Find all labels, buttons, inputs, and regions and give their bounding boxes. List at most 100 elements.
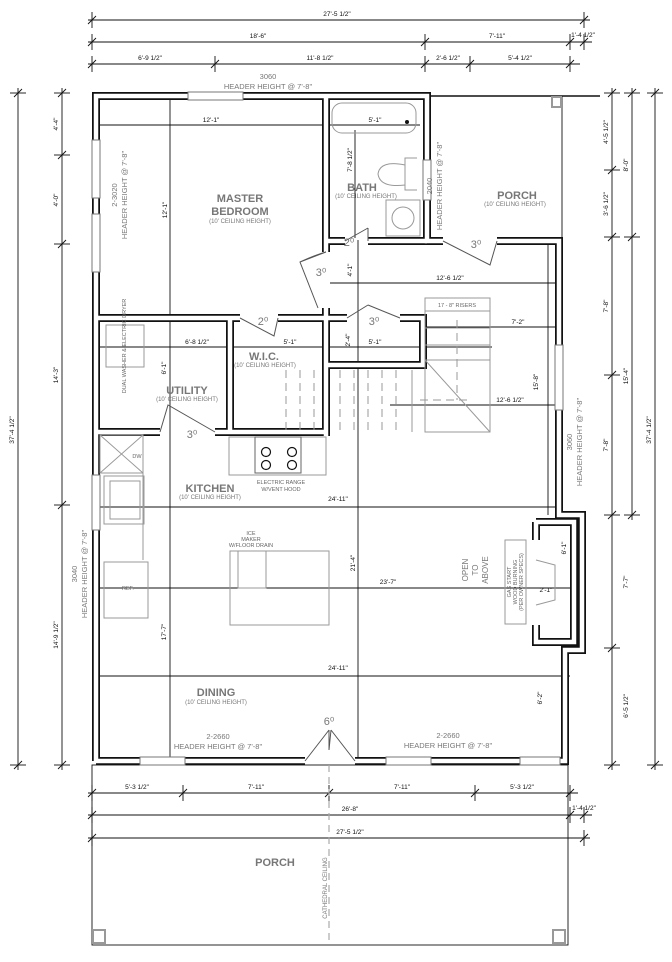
- dim-left-a: 4'-4": [53, 117, 60, 131]
- refrigerator: [103, 561, 149, 619]
- dim-kitchen-width: 24'-11": [328, 496, 348, 503]
- toilet: [377, 157, 417, 191]
- window-dining-right-header: HEADER HEIGHT @ 7'-8": [404, 741, 493, 750]
- hearth: [504, 539, 527, 625]
- dim-right-h: 6'-5 1/2": [623, 693, 630, 717]
- dim-bottom-e: 26'-8": [342, 806, 359, 813]
- fixtures: [99, 102, 556, 626]
- dim-center-height: 21'-4": [350, 554, 357, 571]
- dim-stair-width: 7'-2": [512, 319, 526, 326]
- dim-top-g: 5'-4 1/2": [508, 55, 532, 62]
- window-right: [554, 344, 564, 411]
- dim-top-overall: 27'-5 1/2": [323, 11, 351, 18]
- range-counter: [228, 436, 327, 476]
- dim-top-a: 18'-6": [250, 33, 267, 40]
- dim-great-width-2: 12'-6 1/2": [496, 397, 524, 404]
- range-label-1: ELECTRIC RANGE: [257, 480, 306, 486]
- porch-cathedral-ceiling: CATHEDRAL CEILING: [323, 857, 329, 919]
- island-label-3: W/FLOOR DRAIN: [229, 543, 273, 549]
- window-bath: [422, 159, 432, 201]
- room-kitchen: KITCHEN: [186, 483, 235, 495]
- kitchen-sink: [103, 475, 145, 525]
- door-dining: [304, 729, 356, 762]
- dim-top-d: 6'-9 1/2": [138, 55, 162, 62]
- dim-bath-width: 5'-1": [369, 117, 383, 124]
- door-closet: [346, 304, 401, 319]
- front-porch: [91, 764, 569, 946]
- window-right-header: HEADER HEIGHT @ 7'-8": [575, 398, 584, 487]
- sink-icon: [391, 206, 415, 230]
- window-kitchen: [91, 474, 101, 531]
- dim-fireplace-depth: 2'-1": [540, 587, 554, 594]
- washer-dryer-label: DUAL WASHER & ELECTRIC DRYER: [122, 299, 128, 394]
- open-to-above-1: OPEN: [461, 558, 470, 581]
- dim-bedroom-height: 12'-1": [162, 201, 169, 218]
- stair-risers-label: 17 - 8" RISERS: [438, 303, 476, 309]
- dim-bottom-a: 5'-3 1/2": [125, 784, 149, 791]
- window-bedroom-left-1: [91, 139, 101, 199]
- dim-utility-width: 6'-8 1/2": [185, 339, 209, 346]
- window-top-header: HEADER HEIGHT @ 7'-8": [224, 82, 313, 91]
- dim-hall: 4'-1": [347, 263, 354, 277]
- refrigerator-label: REF.: [122, 586, 134, 592]
- room-wic: W.I.C.: [249, 351, 279, 363]
- stair-risers: [424, 297, 491, 433]
- dim-wic-width: 5'-1": [284, 339, 298, 346]
- dim-left-d: 14'-9 1/2": [53, 621, 60, 649]
- window-dining-left-header: HEADER HEIGHT @ 7'-8": [174, 742, 263, 751]
- vanity: [385, 199, 421, 237]
- door-utility: [159, 404, 216, 433]
- room-bath: BATH: [347, 182, 377, 194]
- dim-left-b: 4'-0": [53, 193, 60, 207]
- door-bedroom-label: 3⁰: [316, 267, 327, 279]
- door-porch: [442, 240, 498, 266]
- porch-post: [552, 929, 566, 944]
- window-kitchen-header: HEADER HEIGHT @ 7'-8": [80, 530, 89, 619]
- dim-great-height: 15'-8": [533, 373, 540, 390]
- room-wic-ceiling: (10' CEILING HEIGHT): [234, 363, 296, 369]
- window-top: [187, 91, 244, 101]
- dim-left-c: 14'-3": [53, 366, 60, 383]
- room-dining: DINING: [197, 687, 236, 699]
- side-porch: [427, 95, 600, 240]
- porch-post: [92, 929, 106, 944]
- dim-right-f: 15'-4": [623, 367, 630, 384]
- window-dining-left-size: 2-2660: [206, 732, 229, 741]
- window-top-size: 3060: [260, 72, 277, 81]
- dim-dining-width: 24'-11": [328, 665, 348, 672]
- door-wic-label: 2⁰: [258, 316, 269, 328]
- window-bedroom-left-2: [91, 213, 101, 273]
- window-bath-header: HEADER HEIGHT @ 7'-8": [435, 142, 444, 231]
- door-dining-label: 6⁰: [324, 716, 335, 728]
- dim-great-width-1: 12'-6 1/2": [436, 275, 464, 282]
- fireplace-label-2: WOOD BURNING: [513, 560, 519, 605]
- dim-top-f: 2'-6 1/2": [436, 55, 460, 62]
- island-label-2: MAKER: [241, 537, 261, 543]
- window-dining-right-1: [385, 756, 432, 766]
- dimension-lines: [10, 12, 663, 846]
- dim-right-g: 7'-7": [623, 575, 630, 589]
- dim-bottom-b: 7'-11": [248, 784, 265, 791]
- dim-closet-width: 5'-1": [369, 339, 383, 346]
- walls: [91, 91, 586, 766]
- dim-fireplace-height: 6'-1": [561, 541, 568, 555]
- dim-bottom-f: 1'-4 1/2": [572, 805, 596, 812]
- dim-top-e: 11'-8 1/2": [307, 55, 335, 62]
- door-closet-label: 3⁰: [369, 316, 380, 328]
- dim-utility-height: 6'-1": [161, 361, 168, 375]
- window-kitchen-size: 3040: [70, 566, 79, 583]
- room-master-bedroom-line1: MASTER: [217, 193, 264, 205]
- room-dining-ceiling: (10' CEILING HEIGHT): [185, 700, 247, 706]
- bathtub: [331, 102, 417, 134]
- dim-bottom-overall: 27'-5 1/2": [336, 829, 364, 836]
- window-bath-size: 2040: [425, 178, 434, 195]
- room-porch-top: PORCH: [497, 190, 537, 202]
- range-label-2: W/VENT HOOD: [261, 487, 300, 493]
- dim-left-height: 17'-7": [161, 623, 168, 640]
- stair-treads: [285, 320, 470, 432]
- windows: [91, 91, 564, 766]
- window-dining-right-2: [519, 756, 561, 766]
- door-bath: [344, 227, 369, 242]
- door-porch-label: 3⁰: [471, 239, 482, 251]
